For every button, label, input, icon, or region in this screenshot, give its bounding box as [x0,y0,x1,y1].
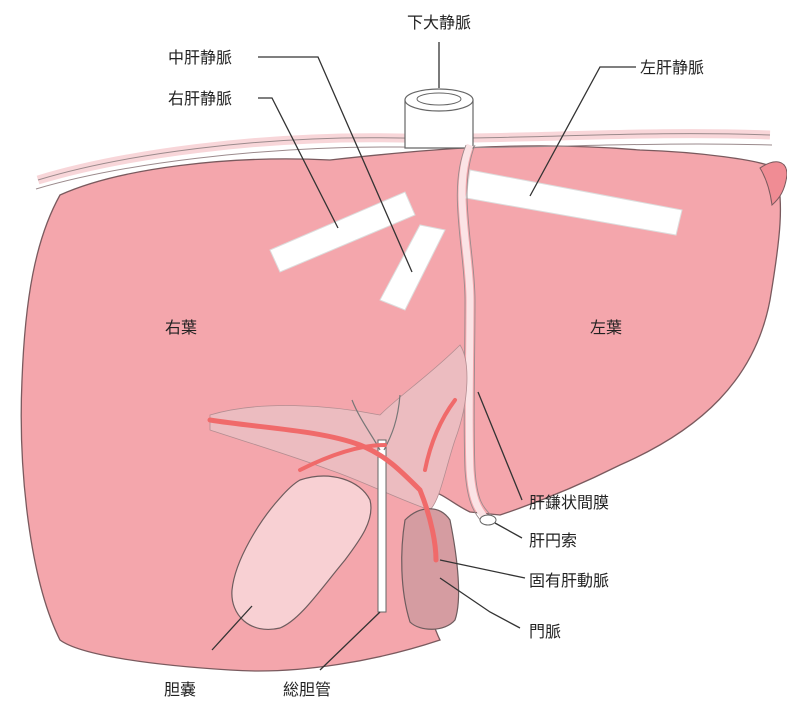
common-bile-duct [378,440,386,612]
label-ivc: 下大静脈 [407,13,471,32]
ivc [405,89,473,148]
label-portal-vein: 門脈 [529,622,561,641]
label-round-ligament: 肝円索 [529,531,577,550]
label-right-hepatic-vein: 右肝静脈 [168,89,232,108]
leader-round-ligament [495,523,522,538]
label-middle-hepatic-vein: 中肝静脈 [168,48,232,67]
label-proper-hepatic-artery: 固有肝動脈 [529,571,609,590]
label-right-lobe: 右葉 [165,318,197,337]
label-left-lobe: 左葉 [590,318,622,337]
label-falciform-ligament: 肝鎌状間膜 [529,493,609,512]
label-gallbladder: 胆嚢 [164,680,196,699]
label-common-bile-duct: 総胆管 [283,680,331,699]
round-ligament [480,515,496,525]
label-left-hepatic-vein: 左肝静脈 [640,58,704,77]
